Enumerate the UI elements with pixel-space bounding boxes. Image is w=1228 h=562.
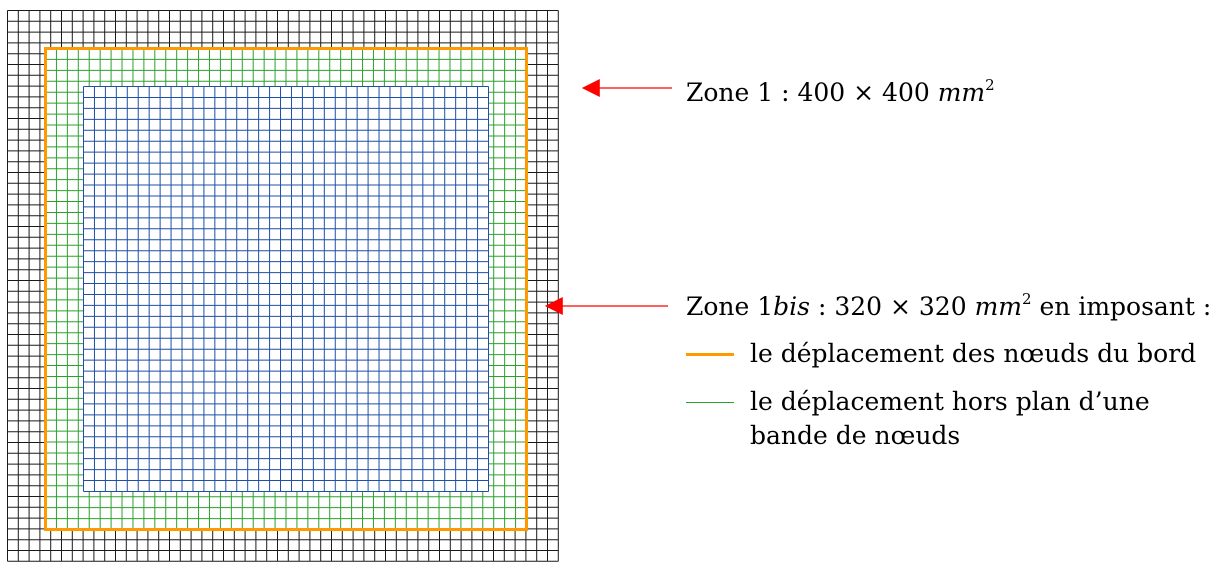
zone1-label: Zone 1 : 400 × 400 mm2 (686, 78, 995, 108)
zone1-label-unit: mm (937, 78, 986, 107)
legend-band-line2: bande de nœuds (750, 421, 961, 450)
edge-nodes-border (44, 47, 528, 531)
zone1-label-prefix: Zone 1 : 400 × 400 (686, 78, 938, 107)
legend-band-line1: le déplacement hors plan d’une (750, 387, 1150, 416)
legend-band-swatch (686, 402, 734, 403)
zone1bis-label-italic: bis (773, 292, 811, 321)
zone1bis-label-exponent: 2 (1021, 290, 1032, 308)
zone1-label-exponent: 2 (985, 76, 995, 94)
legend-band-text: le déplacement hors plan d’une bande de … (750, 385, 1150, 453)
inner-mesh-grid (83, 86, 489, 492)
inner-background (83, 86, 489, 492)
zone1bis-label-unit: mm (974, 292, 1022, 321)
legend-edge-swatch (686, 353, 734, 356)
zone1bis-label-middle: : 320 × 320 (810, 292, 975, 321)
zone1bis-label: Zone 1bis : 320 × 320 mm2 en imposant : (686, 292, 1211, 322)
zone1bis-label-suffix: en imposant : (1031, 292, 1212, 321)
legend-edge-text: le déplacement des nœuds du bord (750, 339, 1197, 368)
zone1bis-label-prefix: Zone 1 (686, 292, 774, 321)
